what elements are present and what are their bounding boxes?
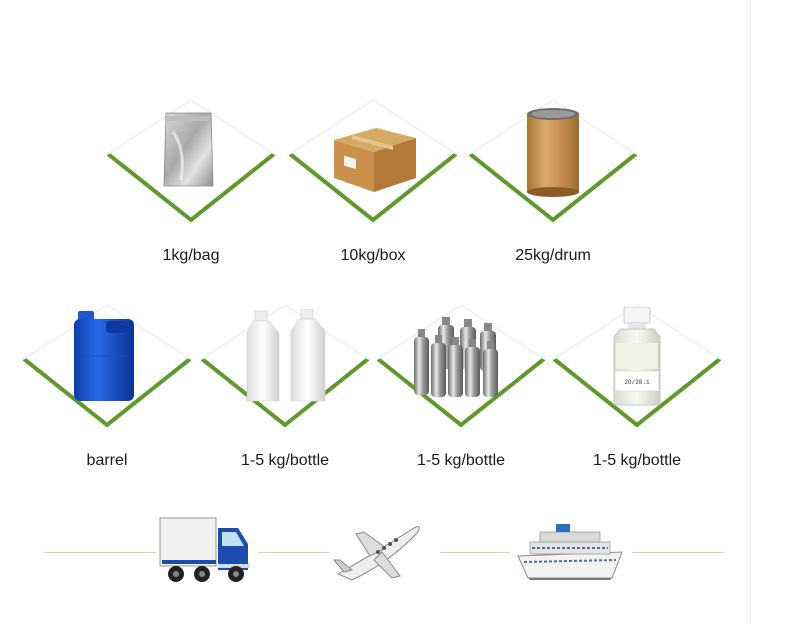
airplane-icon xyxy=(332,526,420,581)
diamond-frame xyxy=(22,304,192,428)
package-tile-aluminum-bottles xyxy=(376,304,546,428)
connector-line xyxy=(258,552,330,553)
connector-line xyxy=(44,552,156,553)
package-label: 1-5 kg/bottle xyxy=(240,452,330,469)
diamond-frame xyxy=(376,304,546,428)
package-tile-labeled-bottle: 20/20.1 xyxy=(552,304,722,428)
package-tile-drum xyxy=(468,99,638,223)
page-edge-divider xyxy=(750,0,751,624)
connector-line xyxy=(632,552,724,553)
connector-line xyxy=(440,552,510,553)
package-tile-barrel xyxy=(22,304,192,428)
diamond-frame xyxy=(200,304,370,428)
package-label: 1kg/bag xyxy=(162,247,220,264)
diamond-frame xyxy=(288,99,458,223)
package-tile-box xyxy=(288,99,458,223)
diamond-frame xyxy=(552,304,722,428)
package-tile-bag xyxy=(106,99,276,223)
labeled-bottle-icon: 20/20.1 xyxy=(613,307,661,406)
aluminum-bottles-icon xyxy=(414,317,498,397)
bottle-label-text: 20/20.1 xyxy=(624,379,650,386)
diamond-frame xyxy=(468,99,638,223)
cardboard-box-icon xyxy=(334,128,416,192)
diamond-frame xyxy=(106,99,276,223)
fiber-drum-icon xyxy=(527,108,579,197)
package-label: 25kg/drum xyxy=(515,247,591,264)
cruise-ship-icon xyxy=(517,524,623,580)
package-label: 1-5 kg/bottle xyxy=(592,452,682,469)
blue-jerrycan-icon xyxy=(74,311,134,401)
package-label: 10kg/box xyxy=(340,247,406,264)
package-tile-plastic-bottles xyxy=(200,304,370,428)
foil-bag-icon xyxy=(163,112,214,187)
package-label: barrel xyxy=(86,452,128,469)
white-plastic-bottles-icon xyxy=(246,309,326,402)
truck-icon xyxy=(159,517,250,582)
package-label: 1-5 kg/bottle xyxy=(416,452,506,469)
